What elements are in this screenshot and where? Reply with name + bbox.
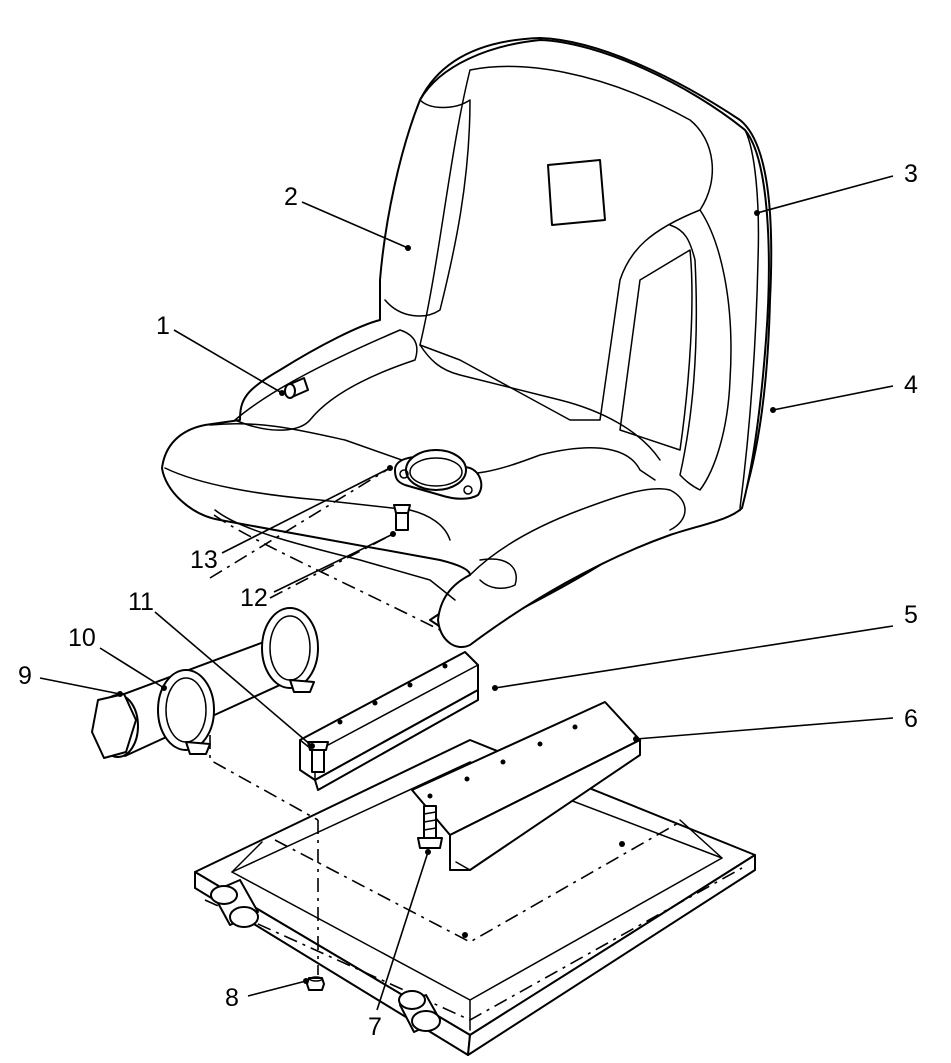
callout-6: 6 — [904, 705, 918, 733]
bolt-7 — [417, 805, 443, 849]
callout-2: 2 — [284, 183, 298, 211]
nut-8 — [306, 976, 325, 991]
callout-5: 5 — [904, 601, 918, 629]
right-slide-rail — [411, 701, 641, 871]
callout-9: 9 — [18, 662, 32, 690]
seat-latch — [284, 377, 309, 399]
callout-11: 11 — [128, 588, 154, 616]
callout-8: 8 — [225, 984, 239, 1012]
callout-10: 10 — [68, 624, 96, 652]
screw-12 — [393, 504, 411, 531]
assembly-line-13 — [209, 467, 391, 579]
pan-roller-right — [398, 990, 441, 1033]
leader-lines — [39, 175, 894, 1011]
clamp-front — [157, 669, 215, 755]
assembly-line-seat — [213, 514, 441, 631]
callout-4: 4 — [904, 371, 918, 399]
callout-13: 13 — [190, 546, 218, 574]
callout-7: 7 — [368, 1013, 382, 1041]
pan-roller-left — [210, 879, 259, 928]
left-slide-rail — [299, 651, 479, 791]
clamp-rear — [261, 607, 319, 693]
seat-switch — [394, 449, 483, 500]
callout-12: 12 — [240, 584, 268, 612]
seat-cushion — [161, 37, 773, 648]
callout-1: 1 — [156, 312, 170, 340]
callout-3: 3 — [904, 160, 918, 188]
